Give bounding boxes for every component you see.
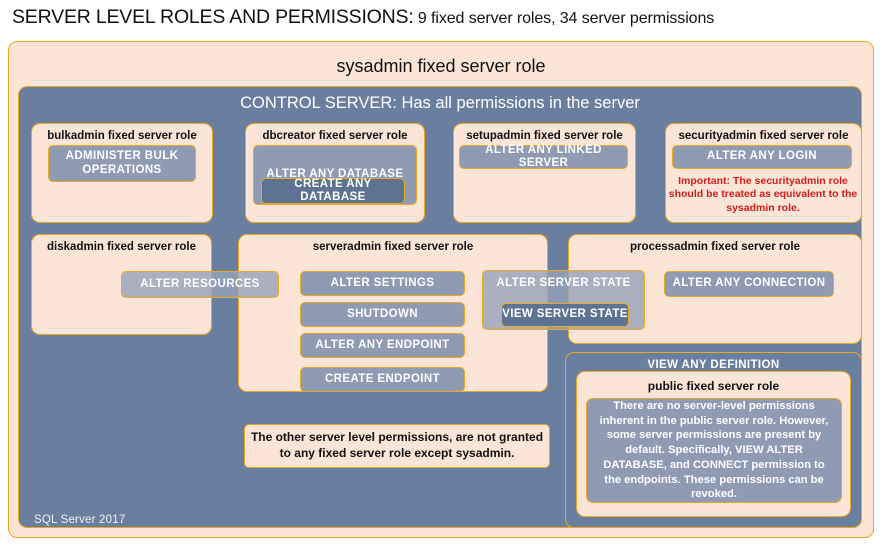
permission-chip-create-any-database[interactable]: CREATE ANY DATABASE — [261, 178, 405, 204]
permission-chip-alter-any-login[interactable]: ALTER ANY LOGIN — [672, 145, 852, 169]
permission-chip-create-endpoint[interactable]: CREATE ENDPOINT — [300, 367, 465, 392]
role-box-setupadmin: setupadmin fixed server role — [453, 123, 636, 223]
securityadmin-warning-note: Important: The securityadmin role should… — [668, 174, 858, 214]
permission-chip-administer-bulk-operations[interactable]: ADMINISTER BULK OPERATIONS — [48, 145, 196, 182]
permission-chip-alter-any-linked-server[interactable]: ALTER ANY LINKED SERVER — [459, 144, 628, 169]
permission-chip-alter-resources[interactable]: ALTER RESOURCES — [121, 271, 279, 298]
page-title: SERVER LEVEL ROLES AND PERMISSIONS: 9 fi… — [12, 6, 872, 34]
public-role-description: There are no server-level permissions in… — [586, 398, 842, 503]
view-any-definition-label: VIEW ANY DEFINITION — [647, 359, 780, 371]
securityadmin-role-label: securityadmin fixed server role — [678, 130, 849, 142]
permission-chip-alter-settings[interactable]: ALTER SETTINGS — [300, 271, 465, 296]
permission-chip-alter-any-endpoint[interactable]: ALTER ANY ENDPOINT — [300, 333, 465, 358]
bulkadmin-role-label: bulkadmin fixed server role — [47, 130, 197, 142]
serveradmin-role-label: serveradmin fixed server role — [312, 241, 474, 253]
permission-chip-view-server-state[interactable]: VIEW SERVER STATE — [501, 303, 629, 327]
permission-chip-shutdown[interactable]: SHUTDOWN — [300, 302, 465, 327]
permission-chip-alter-any-connection[interactable]: ALTER ANY CONNECTION — [664, 271, 834, 297]
page-title-strong: SERVER LEVEL ROLES AND PERMISSIONS: — [12, 6, 414, 28]
control-server-label: CONTROL SERVER: Has all permissions in t… — [240, 94, 640, 112]
page-title-rest: 9 fixed server roles, 34 server permissi… — [413, 10, 715, 27]
public-role-label: public fixed server role — [647, 379, 780, 393]
product-version-label: SQL Server 2017 — [34, 514, 126, 526]
diskadmin-role-label: diskadmin fixed server role — [47, 241, 196, 253]
other-permissions-note: The other server level permissions, are … — [244, 424, 550, 468]
processadmin-role-label: processadmin fixed server role — [629, 241, 801, 253]
sysadmin-role-label: sysadmin fixed server role — [336, 56, 546, 76]
setupadmin-role-label: setupadmin fixed server role — [466, 130, 623, 142]
dbcreator-role-label: dbcreator fixed server role — [262, 130, 408, 142]
